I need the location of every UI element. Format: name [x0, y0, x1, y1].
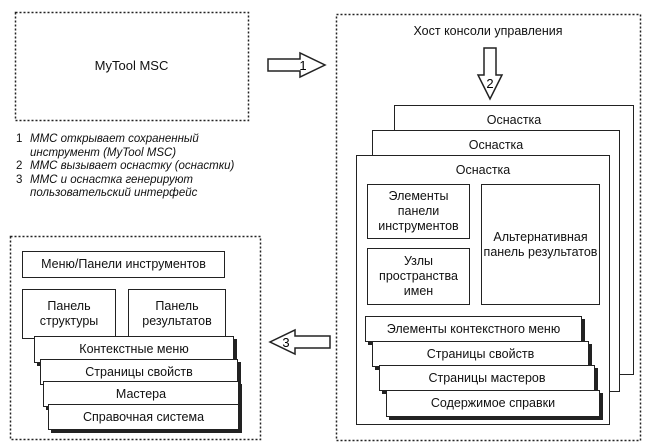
property-pages-ui-box: Страницы свойств [40, 359, 238, 385]
context-menu-elements-label: Элементы контекстного меню [386, 321, 561, 336]
menu-toolbars-box: Меню/Панели инструментов [22, 251, 225, 278]
menu-toolbars-label: Меню/Панели инструментов [41, 257, 206, 271]
property-pages-ui-label: Страницы свойств [85, 364, 193, 379]
property-pages-host-box: Страницы свойств [372, 341, 589, 367]
results-pane-box: Панель результатов [128, 289, 226, 339]
tree-pane-label: Панель структуры [39, 299, 99, 328]
console-host-title: Хост консоли управления [413, 24, 563, 38]
mytool-msc-label: MyTool MSC [94, 58, 169, 74]
generated-ui-frame-line [9, 235, 262, 441]
namespace-nodes-box: Узлы пространства имен [367, 248, 470, 305]
help-content-label: Содержимое справки [430, 396, 556, 410]
toolbar-elements-box: Элементы панели инструментов [367, 184, 470, 239]
property-pages-host-label: Страницы свойств [426, 346, 535, 361]
wizard-pages-box: Страницы мастеров [379, 365, 595, 391]
namespace-nodes-label: Узлы пространства имен [379, 254, 458, 298]
arrow-3-label: 3 [282, 335, 289, 350]
context-menus-box: Контекстные меню [34, 336, 234, 363]
wizards-box: Мастера [43, 381, 239, 407]
help-content-box: Содержимое справки [386, 390, 600, 417]
mytool-msc-box: MyTool MSC [15, 12, 248, 120]
arrow-1-label: 1 [299, 58, 306, 73]
step-3-cont: пользовательский интерфейс [30, 187, 198, 199]
step-1-cont: инструмент (MyTool MSC) [30, 146, 177, 159]
alt-results-label: Альтернативная панель результатов [483, 229, 598, 259]
wizard-pages-label: Страницы мастеров [428, 370, 546, 385]
mytool-frame-line [14, 11, 250, 122]
host-frame-line [335, 13, 642, 442]
help-system-box: Справочная система [48, 404, 239, 430]
toolbar-elements-label: Элементы панели инструментов [378, 189, 459, 233]
arrow-2 [476, 47, 504, 101]
arrow-3 [268, 328, 331, 356]
snapin-back-1-label: Оснастка [468, 138, 524, 152]
context-menu-elements-box: Элементы контекстного меню [365, 316, 582, 342]
arrow-2-label: 2 [486, 76, 493, 91]
results-pane-label: Панель результатов [142, 299, 212, 328]
alt-results-box: Альтернативная панель результатов [481, 184, 600, 305]
snapin-front-label: Оснастка [455, 163, 511, 177]
arrow-1 [267, 51, 327, 79]
snapin-back-2-label: Оснастка [486, 113, 542, 127]
tree-pane-box: Панель структуры [22, 289, 116, 339]
help-system-label: Справочная система [82, 409, 205, 424]
context-menus-label: Контекстные меню [79, 342, 189, 356]
wizards-label: Мастера [115, 386, 167, 401]
